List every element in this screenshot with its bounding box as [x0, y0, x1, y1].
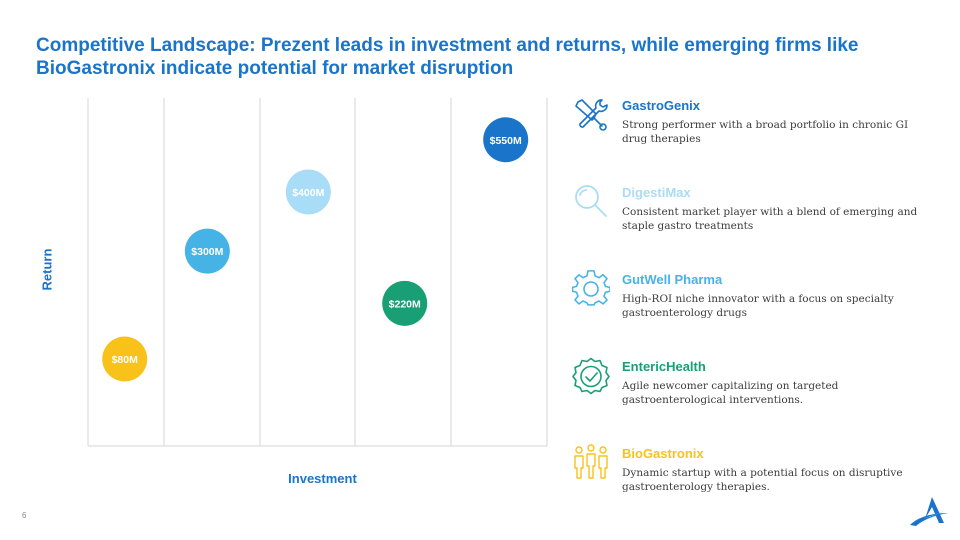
team-icon: [574, 444, 608, 479]
legend-name: GastroGenix: [622, 98, 701, 113]
y-axis-label: Return: [39, 248, 55, 291]
data-point: [285, 169, 331, 215]
legend-name: GutWell Pharma: [622, 272, 723, 287]
legend-name: EntericHealth: [622, 359, 706, 374]
data-point: [483, 117, 529, 163]
slide-title: Competitive Landscape: Prezent leads in …: [36, 35, 859, 79]
legend-name: DigestiMax: [622, 185, 691, 200]
data-point: [382, 280, 428, 326]
badge-check-icon: [572, 357, 610, 395]
data-label: $550M: [490, 135, 522, 147]
legend-desc: Dynamic startup with a potential focus o…: [622, 467, 903, 493]
x-axis-label: Investment: [288, 471, 357, 486]
magnifier-icon: [575, 185, 607, 217]
chart-grid: [87, 98, 548, 447]
legend-desc: Consistent market player with a blend of…: [622, 206, 918, 232]
legend-desc: Agile newcomer capitalizing on targeted …: [622, 380, 839, 406]
data-point: [102, 336, 148, 382]
data-label: $220M: [389, 298, 421, 310]
legend-name: BioGastronix: [622, 446, 704, 461]
legend-desc: Strong performer with a broad portfolio …: [622, 119, 909, 145]
data-point: [184, 228, 230, 274]
data-label: $300M: [191, 246, 223, 258]
data-label: $400M: [292, 187, 324, 199]
data-label: $80M: [112, 354, 139, 366]
company-logo-icon: [910, 497, 948, 526]
gear-icon: [572, 270, 610, 306]
chart-points: $80M $300M $400M $220M $550M: [102, 117, 529, 382]
legend-desc: High-ROI niche innovator with a focus on…: [622, 293, 894, 319]
tools-icon: [575, 99, 608, 131]
page-number: 6: [22, 511, 27, 520]
